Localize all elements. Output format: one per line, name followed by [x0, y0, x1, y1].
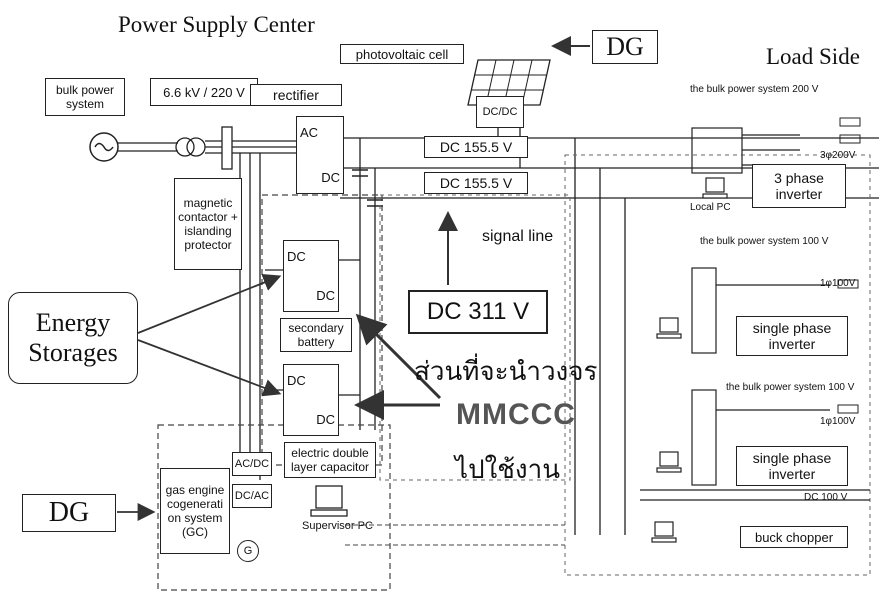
dc-bus-1-box: DC 155.5 V [424, 136, 528, 158]
dg-left-box: DG [22, 494, 116, 532]
dg-top-box: DG [592, 30, 658, 64]
three-phase-inverter-box: 3 phase inverter [752, 164, 846, 208]
rectifier-label: rectifier [273, 87, 319, 103]
load-3ph-label: 3φ200V [820, 150, 856, 161]
dc-bus-1-label: DC 155.5 V [439, 139, 513, 155]
battery-dcdc-dc-top: DC [287, 249, 306, 264]
supervisor-pc-label: Supervisor PC [302, 520, 373, 532]
edlc-box: electric double layer capacitor [284, 442, 376, 478]
single-phase-inverter-b-box: single phase inverter [736, 446, 848, 486]
voltage-label: 6.6 kV / 220 V [163, 84, 245, 100]
three-phase-inverter-label: 3 phase inverter [774, 170, 824, 202]
local-pc-icon [702, 177, 728, 199]
bulk-100-b-label: the bulk power system 100 V [726, 382, 855, 393]
inverter-bridge-1ph-a [691, 267, 717, 354]
signal-line-label: signal line [482, 228, 554, 245]
inverter-bridge-1ph-b [691, 389, 717, 486]
thai-text-mmccc: MMCCC [456, 398, 576, 431]
bulk-power-system-label: bulk power system [55, 83, 115, 111]
edlc-dcdc-box: DC DC [283, 364, 339, 436]
magnetic-contactor-box: magnetic contactor + islanding protector [174, 178, 242, 270]
single-phase-inverter-b-label: single phase inverter [752, 450, 832, 482]
pv-dcdc-label: DC/DC [482, 106, 518, 118]
transformer-icon [175, 137, 195, 157]
gc-dashed-frame [157, 424, 391, 591]
ac-label: AC [300, 125, 319, 140]
bulk-power-system-box: bulk power system [45, 78, 125, 116]
load-1ph-a-icon [837, 279, 859, 289]
ac-dc-converter-box: AC DC [296, 116, 344, 194]
battery-dcdc-box: DC DC [283, 240, 339, 312]
thai-text-line1: ส่วนที่จะนำวงจร [414, 357, 598, 387]
secondary-battery-label: secondary battery [288, 321, 344, 349]
gc-dc-ac-box: DC/AC [232, 484, 272, 508]
photovoltaic-cell-label: photovoltaic cell [355, 46, 449, 62]
dg-left-label: DG [48, 497, 90, 528]
dg-top-label: DG [606, 32, 644, 61]
edlc-label: electric double layer capacitor [290, 446, 370, 474]
gc-ac-dc-box: AC/DC [232, 452, 272, 476]
gc-ac-dc-label: AC/DC [234, 458, 270, 470]
edlc-dcdc-dc-top: DC [287, 373, 306, 388]
dc-100-label: DC 100 V [804, 492, 848, 503]
single-phase-inverter-a-box: single phase inverter [736, 316, 848, 356]
generator-label: G [243, 545, 253, 557]
dc-311-label: DC 311 V [426, 298, 530, 325]
gas-engine-label: gas engine cogenerati on system (GC) [165, 483, 225, 539]
dc-label: DC [321, 170, 340, 185]
buck-chopper-box: buck chopper [740, 526, 848, 548]
gc-dc-ac-label: DC/AC [234, 490, 270, 502]
load-dashed-frame [564, 154, 871, 576]
load-1ph-a-label: 1φ100V [820, 278, 856, 289]
dc-bus-2-label: DC 155.5 V [439, 175, 513, 191]
breaker-block [221, 126, 233, 170]
supervisor-pc-icon [310, 485, 348, 517]
pv-dcdc-box: DC/DC [476, 96, 524, 128]
generator-icon: G [237, 540, 259, 562]
buck-chopper-label: buck chopper [754, 529, 834, 545]
energy-storages-box: Energy Storages [8, 292, 138, 384]
load-side-title: Load Side [766, 44, 860, 69]
thai-text-line3: ไปใช้งาน [455, 455, 560, 485]
load-3ph-icon [839, 117, 861, 127]
photovoltaic-cell-box: photovoltaic cell [340, 44, 464, 64]
magnetic-contactor-label: magnetic contactor + islanding protector [178, 196, 238, 252]
voltage-box: 6.6 kV / 220 V [150, 78, 258, 106]
photovoltaic-panel-icon [467, 59, 551, 106]
local-pc-label: Local PC [690, 202, 731, 213]
pc-icon-2 [656, 317, 682, 339]
load-1ph-b-label: 1φ100V [820, 416, 856, 427]
single-phase-inverter-a-label: single phase inverter [752, 320, 832, 352]
energy-storages-label: Energy Storages [28, 308, 118, 367]
pc-icon-4 [651, 521, 677, 543]
bulk-200-label: the bulk power system 200 V [690, 84, 819, 95]
mmccc-dashed-frame [379, 194, 571, 481]
edlc-dcdc-dc-bottom: DC [316, 412, 335, 427]
inverter-bridge-3ph [691, 127, 743, 174]
rectifier-box: rectifier [250, 84, 342, 106]
secondary-battery-box: secondary battery [280, 318, 352, 352]
ac-source-icon [89, 132, 119, 162]
battery-dcdc-dc-bottom: DC [316, 288, 335, 303]
dc-311-box: DC 311 V [408, 290, 548, 334]
dc-bus-2-box: DC 155.5 V [424, 172, 528, 194]
power-supply-center-title: Power Supply Center [118, 12, 315, 37]
load-1ph-b-icon [837, 404, 859, 414]
bulk-100-a-label: the bulk power system 100 V [700, 236, 829, 247]
gas-engine-box: gas engine cogenerati on system (GC) [160, 468, 230, 554]
pc-icon-3 [656, 451, 682, 473]
